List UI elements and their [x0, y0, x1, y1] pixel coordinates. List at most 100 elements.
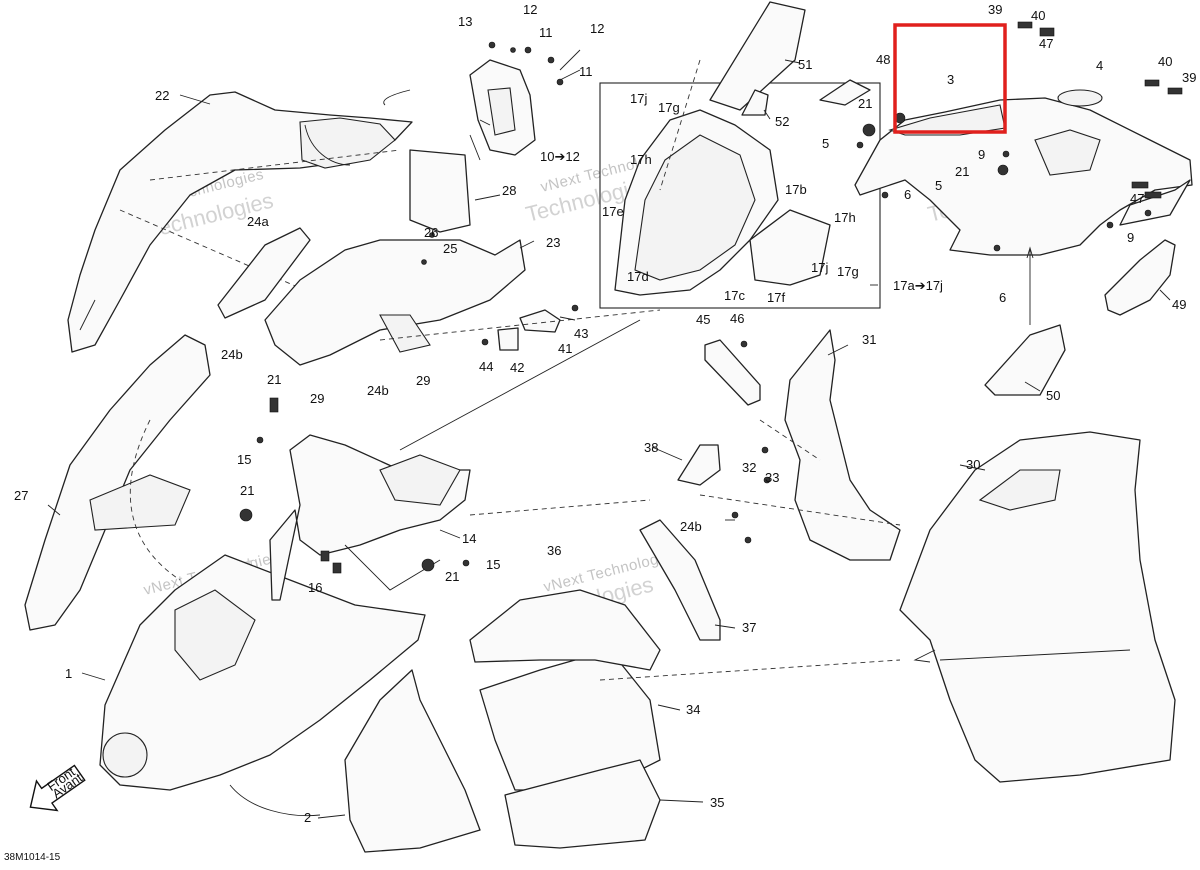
- callout-45: 45: [696, 312, 710, 327]
- front-direction-marker: Front Avant: [29, 764, 86, 812]
- part-37-strip: [639, 519, 721, 641]
- callout-15a: 15: [237, 452, 251, 467]
- part-28-flap: [409, 149, 471, 233]
- part-52-tab: [741, 89, 769, 116]
- part-35-lower-skirt: [504, 759, 661, 849]
- callout-12b: 12: [590, 21, 604, 36]
- callout-17g-1: 17g: [658, 100, 680, 115]
- callout-21b: 21: [955, 164, 969, 179]
- callout-47b: 47: [1130, 191, 1144, 206]
- callout-21d: 21: [240, 483, 254, 498]
- callout-29a: 29: [310, 391, 324, 406]
- callout-16: 16: [308, 580, 322, 595]
- callout-17b: 17b: [785, 182, 807, 197]
- part-51-windscreen: [709, 1, 806, 111]
- callout-10: 10➔12: [540, 149, 580, 164]
- callout-1: 1: [65, 666, 72, 681]
- callout-17h-1: 17h: [630, 152, 652, 167]
- callout-4: 4: [1096, 58, 1103, 73]
- part-27-long-panel: [24, 334, 211, 631]
- callout-27: 27: [14, 488, 28, 503]
- part-31-bracket: [784, 329, 901, 561]
- callout-39a: 39: [988, 2, 1002, 17]
- callout-40a: 40: [1031, 8, 1045, 23]
- callout-11b: 11: [579, 64, 593, 79]
- callout-26: 26: [424, 225, 438, 240]
- callout-41: 41: [558, 341, 572, 356]
- callout-39b: 39: [1182, 70, 1196, 85]
- callout-44: 44: [479, 359, 493, 374]
- callout-24b-2: 24b: [367, 383, 389, 398]
- callout-50: 50: [1046, 388, 1060, 403]
- part-22-side-panel: [67, 91, 421, 353]
- callout-17j-1: 17j: [630, 91, 647, 106]
- callout-6a: 6: [904, 187, 911, 202]
- callout-21a: 21: [858, 96, 872, 111]
- callout-14: 14: [462, 531, 476, 546]
- callout-leaders: [47, 49, 1171, 819]
- callout-6b: 6: [999, 290, 1006, 305]
- callout-51: 51: [798, 57, 812, 72]
- callout-5a: 5: [822, 136, 829, 151]
- callout-33: 33: [765, 470, 779, 485]
- callout-17a: 17a➔17j: [893, 278, 943, 293]
- callout-22: 22: [155, 88, 169, 103]
- part-36-deflector: [469, 589, 661, 671]
- part-2-lower-panel: [344, 669, 481, 853]
- callout-34: 34: [686, 702, 700, 717]
- callout-32: 32: [742, 460, 756, 475]
- hardware-layer: [239, 21, 1183, 574]
- callout-5b: 5: [935, 178, 942, 193]
- callout-21e: 21: [445, 569, 459, 584]
- highlight-box: [893, 23, 1007, 134]
- callout-28: 28: [502, 183, 516, 198]
- callout-17d: 17d: [627, 269, 649, 284]
- callout-13: 13: [458, 14, 472, 29]
- callout-46: 46: [730, 311, 744, 326]
- figure-code: 38M1014-15: [4, 852, 61, 863]
- callout-24a: 24a: [247, 214, 269, 229]
- callout-35: 35: [710, 795, 724, 810]
- assembly-lines: [129, 59, 1034, 816]
- callout-31: 31: [862, 332, 876, 347]
- callout-47a: 47: [1039, 36, 1053, 51]
- part-41-clip: [519, 309, 561, 333]
- part-42-bracket: [497, 327, 519, 351]
- callout-15b: 15: [486, 557, 500, 572]
- callout-2: 2: [304, 810, 311, 825]
- callout-17c: 17c: [724, 288, 745, 303]
- callout-52: 52: [775, 114, 789, 129]
- callout-9b: 9: [1127, 230, 1134, 245]
- callout-25: 25: [443, 241, 457, 256]
- callout-11a: 11: [539, 25, 553, 40]
- callout-9a: 9: [978, 147, 985, 162]
- callout-17e: 17e: [602, 204, 624, 219]
- callout-40b: 40: [1158, 54, 1172, 69]
- callout-17h-2: 17h: [834, 210, 856, 225]
- callout-24b-1: 24b: [221, 347, 243, 362]
- part-30-right-panel: [899, 431, 1176, 783]
- callout-36: 36: [547, 543, 561, 558]
- callout-29b: 29: [416, 373, 430, 388]
- callout-17g-2: 17g: [837, 264, 859, 279]
- callout-23: 23: [546, 235, 560, 250]
- part-24a-grille: [217, 227, 311, 319]
- part-50-pad: [984, 324, 1066, 396]
- callout-42: 42: [510, 360, 524, 375]
- callout-3: 3: [947, 72, 954, 87]
- part-49-strip: [1104, 239, 1176, 316]
- callout-labels: 1 2 3 4 5 5 6 6 9 9 10➔12 11 11 12 12 13…: [14, 2, 1196, 825]
- callout-24b-3: 24b: [680, 519, 702, 534]
- part-23-inner-panel: [264, 239, 526, 366]
- callout-49: 49: [1172, 297, 1186, 312]
- part-10-instrument-bracket: [469, 59, 536, 156]
- callout-30: 30: [966, 457, 980, 472]
- callout-37: 37: [742, 620, 756, 635]
- callout-48: 48: [876, 52, 890, 67]
- callout-43: 43: [574, 326, 588, 341]
- callout-17f: 17f: [767, 290, 785, 305]
- part-14-central-frame: [269, 434, 471, 601]
- part-38-pad: [677, 444, 721, 486]
